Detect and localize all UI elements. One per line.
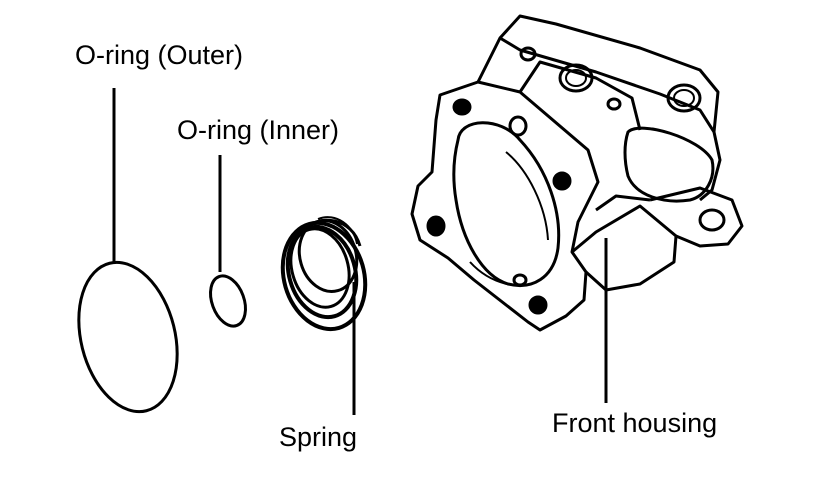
o-ring-inner-label: O-ring (Inner) — [177, 115, 340, 145]
o-ring-outer — [77, 260, 179, 414]
spring — [280, 216, 368, 332]
front-housing — [410, 14, 744, 332]
spring-label: Spring — [279, 422, 358, 452]
o-ring-inner — [209, 274, 247, 328]
o-ring-outer-label: O-ring (Outer) — [75, 40, 244, 70]
front-housing-label: Front housing — [552, 408, 718, 438]
